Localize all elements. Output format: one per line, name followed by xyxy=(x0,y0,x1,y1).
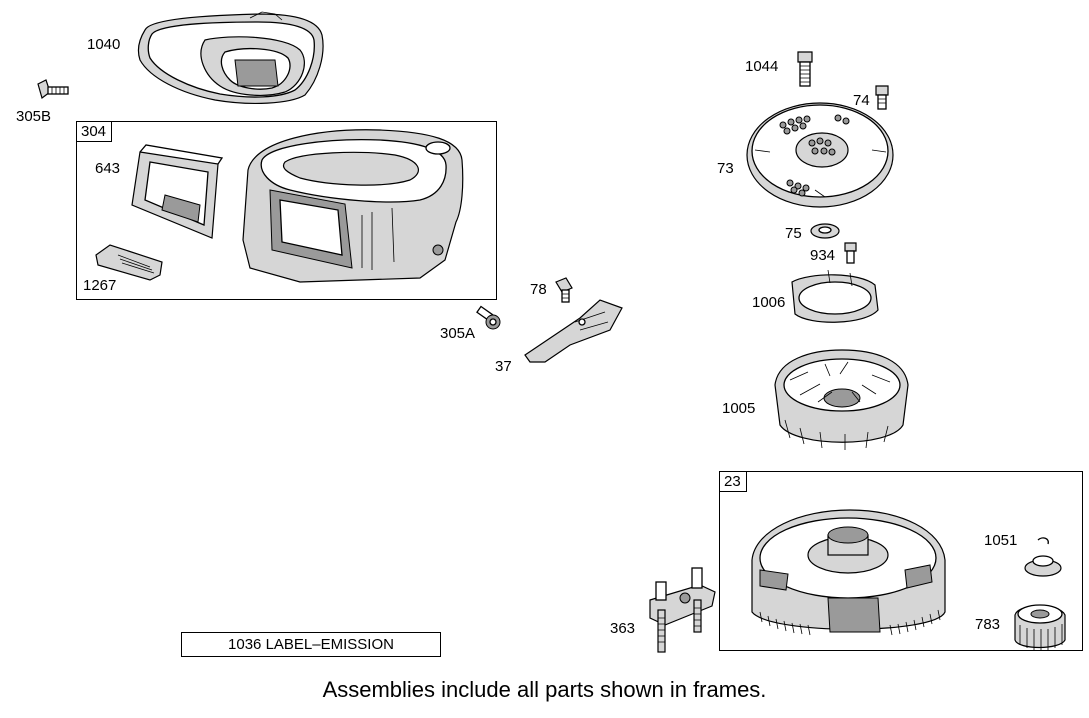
callout-1267: 1267 xyxy=(83,277,117,294)
part-1051-drawing xyxy=(1037,537,1049,545)
part-37-drawing xyxy=(524,299,623,363)
callout-783: 783 xyxy=(975,616,1001,633)
part-78-drawing xyxy=(555,277,573,303)
frame-23-tag: 23 xyxy=(720,472,747,492)
callout-73: 73 xyxy=(717,160,734,177)
callout-1040: 1040 xyxy=(87,36,121,53)
frame-304: 304 xyxy=(76,121,497,300)
part-934-drawing xyxy=(844,242,857,264)
callout-934: 934 xyxy=(810,247,836,264)
footer-note: Assemblies include all parts shown in fr… xyxy=(322,677,767,702)
part-1051-nut-drawing xyxy=(1024,555,1062,577)
part-305a-drawing xyxy=(476,305,501,330)
part-643-drawing xyxy=(131,144,224,239)
frame-304-tag: 304 xyxy=(77,122,113,142)
callout-363: 363 xyxy=(610,620,636,637)
frame-23: 23 xyxy=(719,471,1083,651)
part-783-drawing xyxy=(1014,604,1066,650)
callout-1006: 1006 xyxy=(752,294,786,311)
callout-305a: 305A xyxy=(440,325,476,342)
part-1267-drawing xyxy=(95,244,163,281)
part-73-drawing xyxy=(746,102,894,208)
part-1040-drawing xyxy=(137,11,324,105)
part-1005-drawing xyxy=(774,349,909,450)
part-1006-drawing xyxy=(791,269,879,323)
part-363-drawing xyxy=(649,567,716,653)
callout-78: 78 xyxy=(530,281,547,298)
callout-643: 643 xyxy=(95,160,121,177)
callout-1005: 1005 xyxy=(722,400,756,417)
part-305b-drawing xyxy=(37,79,69,100)
callout-74: 74 xyxy=(853,92,870,109)
emission-label-box: 1036 LABEL–EMISSION xyxy=(181,632,441,657)
callout-37: 37 xyxy=(495,358,512,375)
callout-305b: 305B xyxy=(16,108,52,125)
callout-1044: 1044 xyxy=(745,58,779,75)
part-23-drawing xyxy=(751,509,946,636)
part-1044-drawing xyxy=(797,51,813,87)
part-304-drawing xyxy=(242,129,464,283)
part-75-drawing xyxy=(810,223,840,239)
callout-1051: 1051 xyxy=(984,532,1018,549)
callout-75: 75 xyxy=(785,225,802,242)
part-74-drawing xyxy=(875,85,889,110)
